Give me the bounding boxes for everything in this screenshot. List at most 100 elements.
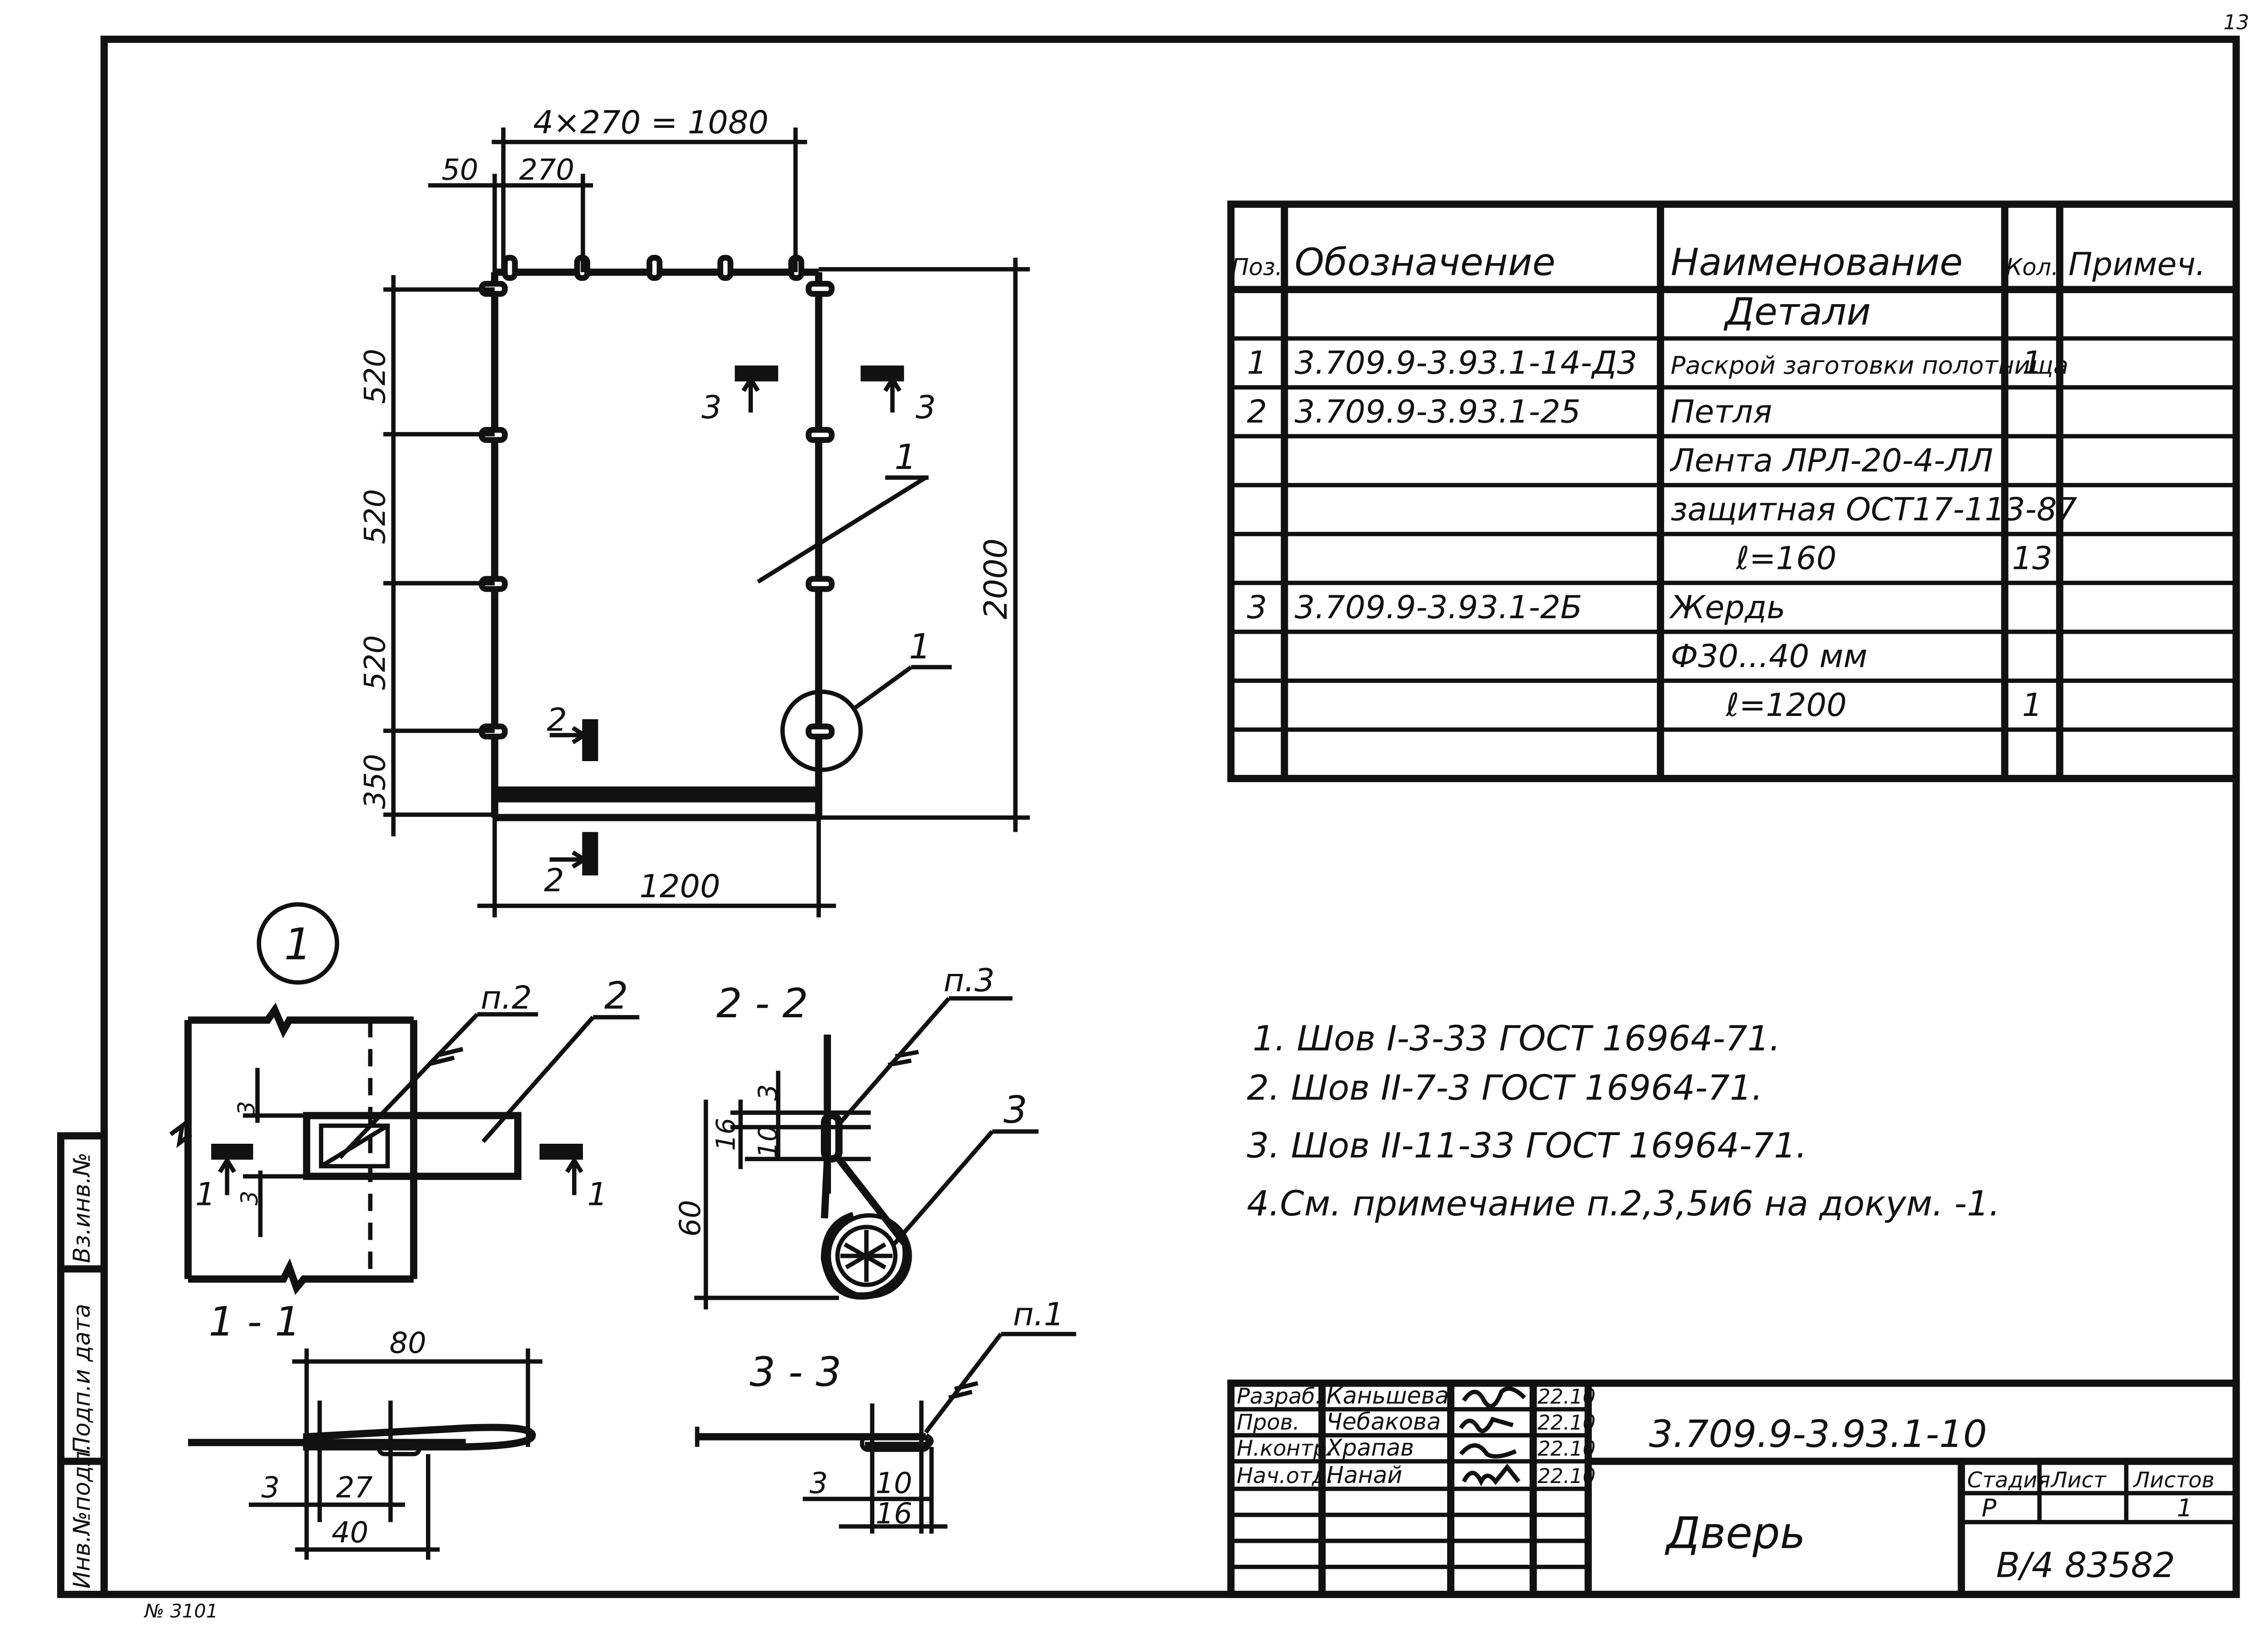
spec-cell-r2-c1: 3.709.9-3.93.1-25 xyxy=(1295,393,1581,430)
role-2: Н.контр. xyxy=(1237,1436,1334,1461)
section11-dim27: 27 xyxy=(336,1471,373,1504)
spec-cell-r1-c3: 1 xyxy=(2022,344,2042,381)
stamp-vz-inv: Вз.инв.№ xyxy=(68,1152,95,1263)
spec-table: Поз. Обозначение Наименование Кол. Примеч. Де… xyxy=(1227,200,2240,782)
date-1: 22.10 xyxy=(1538,1411,1596,1435)
section11-dim3: 3 xyxy=(261,1471,279,1504)
spec-cell-r7-c2: Ф30...40 мм xyxy=(1670,638,1867,675)
detail1-pos2: 2 xyxy=(604,974,628,1018)
spec-cell-r6-c1: 3.709.9-3.93.1-2Б xyxy=(1295,589,1582,626)
stamp-inv-no: Инв.№подл. xyxy=(68,1444,95,1588)
section22-dim3: 3 xyxy=(753,1084,783,1100)
spec-cell-r4-c2: защитная ОСТ17-113-87 xyxy=(1670,491,2077,528)
spec-cell-r1-c2: Раскрой заготовки полотнища xyxy=(1670,351,2068,379)
spec-header-1: Обозначение xyxy=(1295,241,1556,284)
dim-top-total: 4×270 = 1080 xyxy=(533,104,769,141)
spec-cell-r2-c2: Петля xyxy=(1670,393,1772,430)
spec-cell-r2-c0: 2 xyxy=(1247,393,1267,430)
spec-cell-r0-c2: Детали xyxy=(1723,290,1871,334)
signature-1 xyxy=(1459,1416,1514,1433)
detail1-callout-circle xyxy=(257,902,339,985)
note-1: 1. Шов I-3-33 ГОСТ 16964-71. xyxy=(1253,1018,1780,1059)
signature-3 xyxy=(1462,1463,1521,1487)
right-loops xyxy=(805,281,835,740)
date-2: 22.10 xyxy=(1538,1437,1596,1461)
loop-tape xyxy=(303,1112,522,1180)
spec-cell-r5-c3: 13 xyxy=(2012,540,2053,577)
stage-label: Стадия xyxy=(1967,1468,2050,1493)
note-2: 2. Шов II-7-3 ГОСТ 16964-71. xyxy=(1247,1067,1763,1108)
dim-270: 270 xyxy=(519,153,574,186)
side-stamp-frame xyxy=(57,1132,108,1598)
role-3: Нач.отд. xyxy=(1237,1463,1334,1488)
section33-label-p1: п.1 xyxy=(1013,1296,1064,1333)
note-3: 3. Шов II-11-33 ГОСТ 16964-71. xyxy=(1247,1125,1807,1166)
section33-dim16: 16 xyxy=(876,1497,913,1530)
drawing-frame xyxy=(100,36,2240,1598)
spec-cell-r1-c0: 1 xyxy=(1247,344,1267,381)
spec-cell-r1-c1: 3.709.9-3.93.1-14-Д3 xyxy=(1295,344,1638,381)
role-1: Пров. xyxy=(1237,1410,1300,1435)
cut1-right-label: 1 xyxy=(587,1176,607,1213)
section22-dim60: 60 xyxy=(673,1200,707,1237)
sec3-left-label: 3 xyxy=(702,389,722,426)
sheets-value: 1 xyxy=(2177,1494,2192,1522)
detail1-dim3-bot: 3 xyxy=(236,1191,263,1205)
doc-code: 3.709.9-3.93.1-10 xyxy=(1649,1413,1987,1456)
notes: 1. Шов I-3-33 ГОСТ 16964-71. 2. Шов II-7… xyxy=(1247,1018,2000,1224)
spec-header-3: Кол. xyxy=(2006,253,2059,280)
archive-number: В/4 83582 xyxy=(1996,1545,2175,1585)
sec2-bottom-label: 2 xyxy=(544,862,564,899)
sheets-label: Листов xyxy=(2132,1468,2215,1493)
archive-note: № 3101 xyxy=(144,1600,218,1622)
role-0: Разраб. xyxy=(1237,1384,1322,1409)
signature-0 xyxy=(1462,1386,1526,1409)
stage-value: Р xyxy=(1982,1494,1997,1522)
sheet-label: Лист xyxy=(2050,1468,2107,1493)
name-1: Чебакова xyxy=(1326,1408,1441,1435)
spec-cell-r8-c3: 1 xyxy=(2022,687,2042,724)
door-view: 4×270 = 1080 50 270 520 520 520 350 2000… xyxy=(358,104,1030,918)
spec-cell-r5-c2: ℓ=160 xyxy=(1736,540,1837,577)
dim-520-c: 520 xyxy=(358,635,392,690)
date-3: 22.10 xyxy=(1538,1465,1596,1488)
cut1-left-label: 1 xyxy=(195,1176,215,1213)
section11-dim40: 40 xyxy=(331,1515,368,1549)
dim-520-b: 520 xyxy=(358,489,392,544)
section11-view: 80 3 27 40 xyxy=(188,1326,543,1560)
section22-label-p3: п.3 xyxy=(944,962,995,999)
sec2-top-label: 2 xyxy=(547,701,567,738)
section22-pos3: 3 xyxy=(1003,1089,1027,1132)
section11-dim80: 80 xyxy=(389,1326,426,1360)
name-3: Нанай xyxy=(1326,1462,1402,1488)
spec-table-frame xyxy=(1227,200,2240,782)
date-0: 22.10 xyxy=(1538,1385,1596,1409)
pos1-label-b: 1 xyxy=(909,626,931,667)
dim-1200: 1200 xyxy=(639,868,720,905)
name-2: Храпав xyxy=(1325,1434,1414,1461)
detail1-title: 1 - 1 xyxy=(209,1298,300,1345)
spec-header-2: Наименование xyxy=(1670,241,1963,284)
pos1-label-a: 1 xyxy=(894,436,916,477)
section33-dim3: 3 xyxy=(809,1466,828,1500)
dim-2000: 2000 xyxy=(977,538,1014,619)
spec-header-4: Примеч. xyxy=(2068,246,2206,283)
dim-350: 350 xyxy=(358,754,392,809)
spec-cell-r8-c2: ℓ=1200 xyxy=(1726,687,1847,724)
stamp-sign-date: Подп.и дата xyxy=(68,1304,95,1454)
section22-title: 2 - 2 xyxy=(716,980,808,1027)
spec-header-0: Поз. xyxy=(1231,253,1282,280)
detail1-dim3-top: 3 xyxy=(233,1101,260,1115)
spec-cell-r6-c0: 3 xyxy=(1247,589,1267,626)
page-number: 13 xyxy=(2223,11,2249,34)
section33-dim10: 10 xyxy=(876,1466,913,1500)
dim-520-a: 520 xyxy=(358,349,392,404)
detail1-circle xyxy=(780,689,863,772)
note-4: 4.См. примечание п.2,3,5и6 на докум. -1. xyxy=(1247,1183,2000,1224)
section22-dim16: 16 xyxy=(711,1118,741,1151)
signature-2 xyxy=(1459,1443,1517,1459)
spec-cell-r6-c2: Жердь xyxy=(1669,589,1785,626)
section22-dim10: 10 xyxy=(753,1125,783,1158)
